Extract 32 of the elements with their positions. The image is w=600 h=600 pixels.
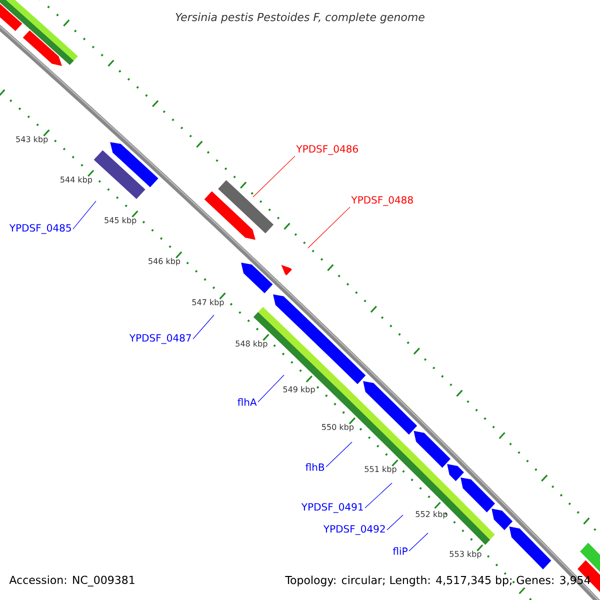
scale-label: 547 kbp bbox=[192, 299, 224, 307]
gene-label: YPDSF_0488 bbox=[351, 196, 413, 206]
title: Yersinia pestis Pestoides F, complete genome bbox=[176, 12, 424, 24]
gene-label: YPDSF_0487 bbox=[129, 334, 191, 344]
leader-line bbox=[192, 314, 214, 340]
scale-label: 548 kbp bbox=[236, 340, 268, 348]
leader-line bbox=[408, 532, 428, 552]
scale-label: 546 kbp bbox=[148, 258, 180, 266]
leader-line bbox=[326, 442, 352, 468]
gene-label: YPDSF_0492 bbox=[323, 525, 385, 535]
scale-label: 549 kbp bbox=[283, 386, 315, 394]
leader-line bbox=[72, 200, 96, 230]
gene-label: YPDSF_0485 bbox=[9, 224, 71, 234]
gene-label: flhA bbox=[238, 398, 257, 406]
scale-label: 551 kbp bbox=[364, 466, 396, 474]
scale-label: 544 kbp bbox=[60, 176, 92, 184]
scale-label: 543 kbp bbox=[16, 136, 48, 144]
scale-label: 545 kbp bbox=[104, 217, 136, 225]
leader-line bbox=[308, 206, 350, 248]
leader-line bbox=[258, 374, 284, 402]
leader-line bbox=[364, 482, 392, 508]
scale-label: 553 kbp bbox=[450, 550, 482, 558]
gene-label: YPDSF_0486 bbox=[296, 145, 358, 155]
accession-text: Accession: NC_009381 bbox=[9, 576, 134, 586]
leader-line bbox=[386, 514, 404, 530]
leader-line bbox=[252, 156, 296, 198]
gene-label: flhB bbox=[306, 463, 324, 471]
info-text: Topology: circular; Length: 4,517,345 bp; Genes: 3,954 bbox=[285, 576, 590, 586]
scale-label: 550 kbp bbox=[322, 424, 354, 432]
scale-label: 552 kbp bbox=[416, 510, 448, 519]
gene-label: fliP bbox=[392, 547, 408, 555]
gene-label: YPDSF_0491 bbox=[301, 503, 363, 513]
